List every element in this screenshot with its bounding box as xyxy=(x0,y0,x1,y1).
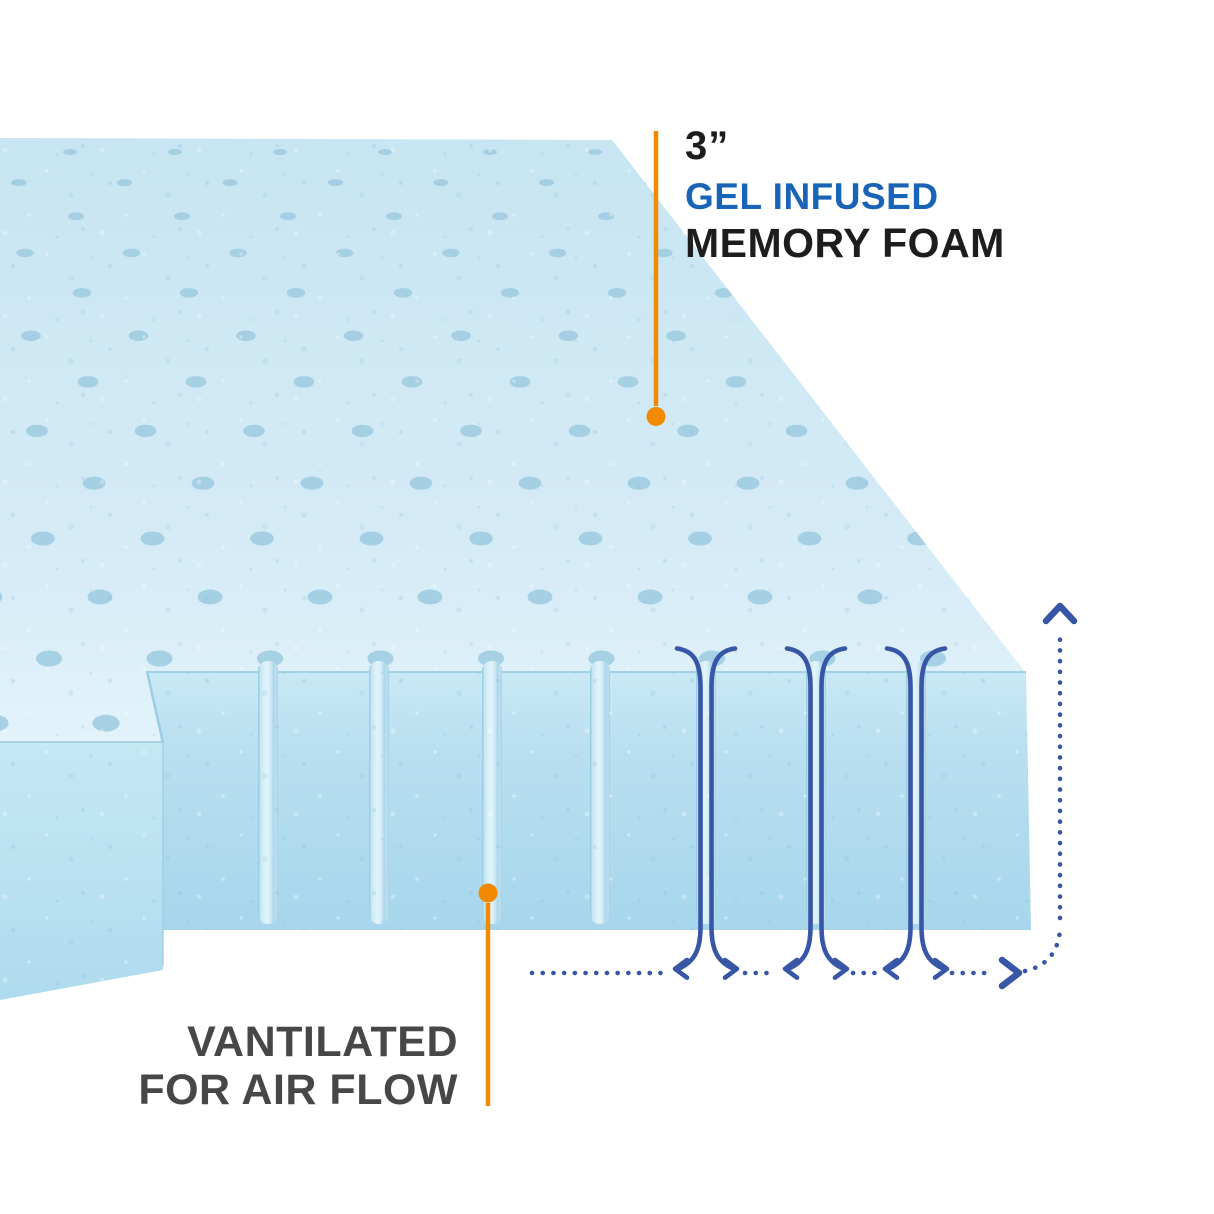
ventilation-hole xyxy=(821,288,841,298)
arrowhead-left-icon xyxy=(782,957,800,980)
ventilation-hole xyxy=(954,476,978,490)
airflow-arrows xyxy=(529,602,1078,990)
mattress-foam xyxy=(0,138,1118,1000)
airflow-channel-pair xyxy=(672,646,740,980)
ventilation-hole xyxy=(1081,249,1098,258)
ventilation-hole xyxy=(1002,424,1025,438)
arrowhead-right-icon xyxy=(932,957,950,980)
thickness-label: 3” xyxy=(685,124,730,168)
airflow-channel-lines xyxy=(672,646,950,980)
ventilation-hole xyxy=(1008,149,1022,155)
callout-dot-icon xyxy=(478,883,498,903)
ventilated-label-line1: VANTILATED xyxy=(187,1018,458,1066)
ventilation-hole xyxy=(881,330,901,342)
airflow-channel-pair xyxy=(882,646,950,980)
foam-side-texture xyxy=(0,742,163,1000)
top-callout: 3” GEL INFUSED MEMORY FOAM xyxy=(685,126,1005,264)
ventilation-hole xyxy=(1064,477,1087,490)
ventilation-hole xyxy=(833,376,855,388)
ventilation-hole xyxy=(1030,651,1056,667)
airflow-channel-pair xyxy=(782,646,850,980)
ventilation-hole xyxy=(1050,376,1071,387)
ventilation-hole xyxy=(1021,212,1025,221)
ventilation-hole xyxy=(894,424,916,438)
ventilation-hole xyxy=(1067,179,1082,186)
ventilation-hole xyxy=(1078,590,1103,605)
material-label-memory-foam: MEMORY FOAM xyxy=(685,220,1005,266)
airflow-dotted-path xyxy=(529,629,1063,976)
airflow-line-left xyxy=(884,646,913,971)
arrowhead-left-icon xyxy=(672,957,690,980)
ventilation-hole xyxy=(967,589,993,605)
callout-marker-ventilated xyxy=(478,883,498,1106)
material-label-gel-infused: GEL INFUSED xyxy=(685,176,939,217)
airflow-line-left xyxy=(674,646,703,971)
airflow-line-right xyxy=(919,646,948,971)
arrowhead-right-icon xyxy=(832,957,850,980)
ventilation-hole xyxy=(1091,715,1118,732)
ventilated-label-line2: FOR AIR FLOW xyxy=(138,1066,458,1114)
ventilation-hole xyxy=(773,330,794,342)
airflow-line-left xyxy=(784,646,813,971)
callout-dot-icon xyxy=(646,407,666,426)
arrowhead-left-icon xyxy=(882,957,900,980)
chevron-right-icon xyxy=(998,956,1023,990)
arrowhead-right-icon xyxy=(722,957,740,980)
ventilation-hole xyxy=(1096,331,1116,342)
chevron-up-icon xyxy=(1042,602,1078,625)
ventilation-hole xyxy=(941,376,963,388)
corner-bevel-edge xyxy=(145,670,165,744)
ventilation-hole xyxy=(928,288,948,298)
ventilation-hole xyxy=(1016,531,1025,546)
ventilation-hole xyxy=(1036,288,1054,298)
bottom-callout: VANTILATED FOR AIR FLOW xyxy=(138,1021,458,1112)
foam-front-texture xyxy=(147,672,1031,930)
airflow-line-right xyxy=(819,646,848,971)
ventilation-hole xyxy=(988,330,1009,342)
airflow-line-right xyxy=(709,646,738,971)
callout-marker-thickness xyxy=(646,131,666,426)
